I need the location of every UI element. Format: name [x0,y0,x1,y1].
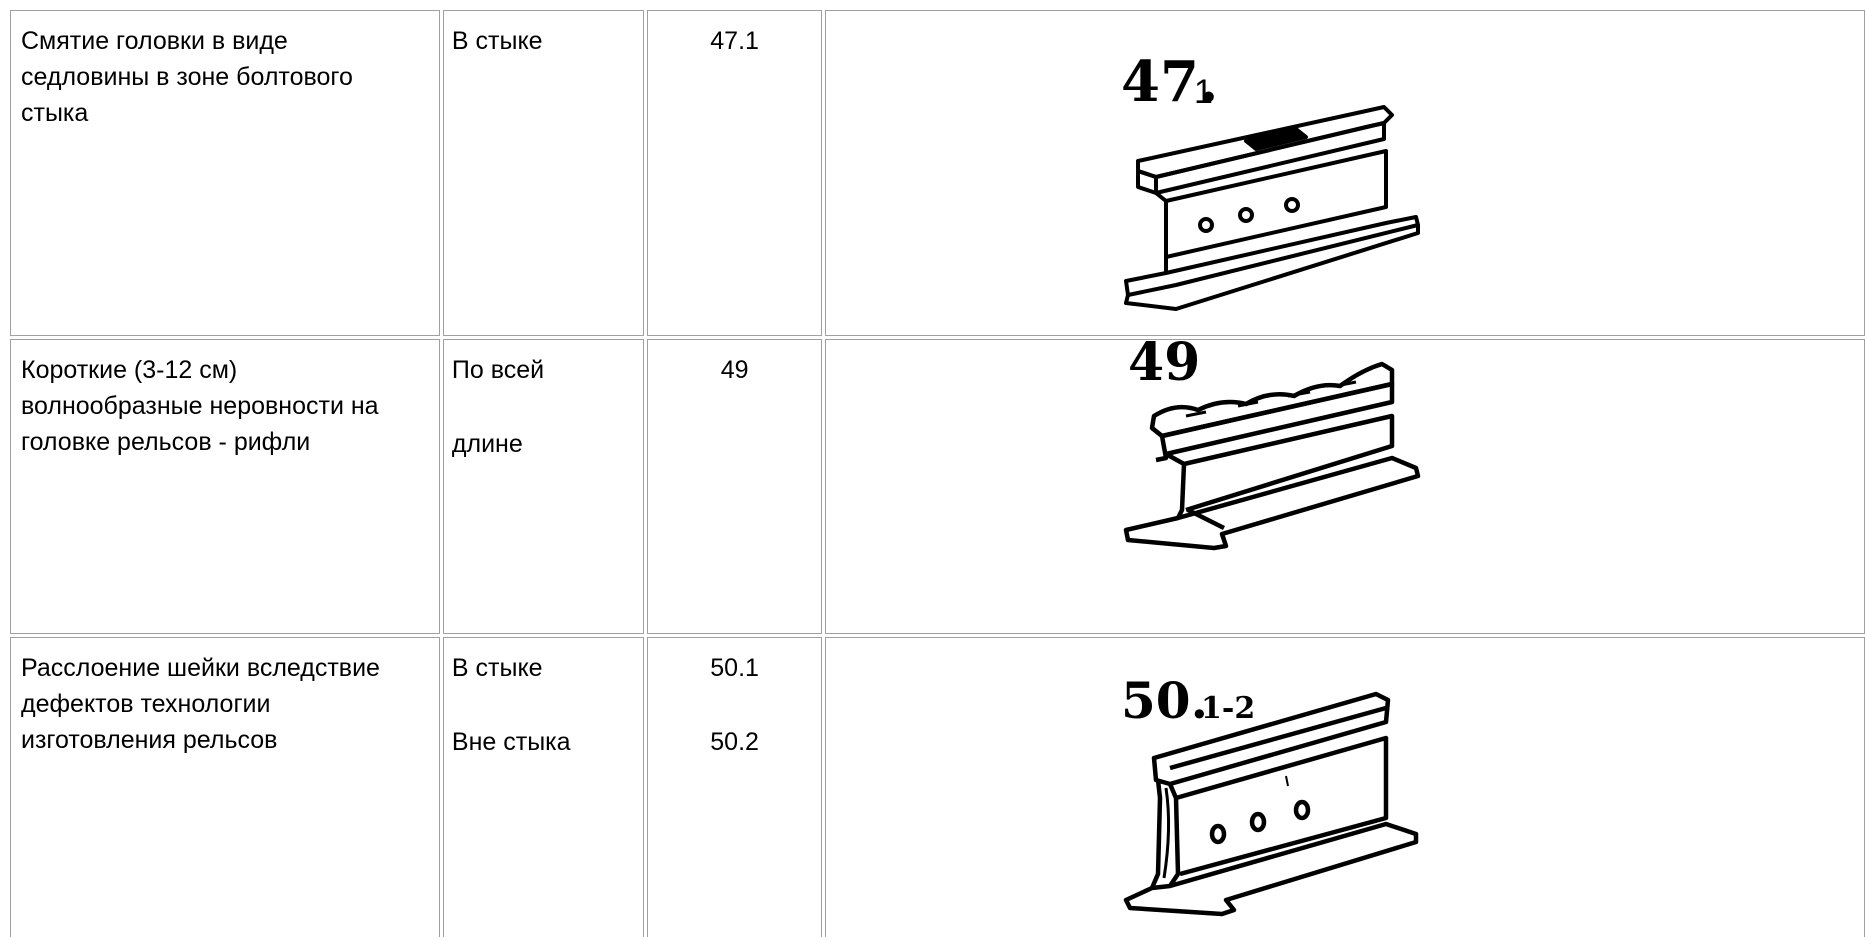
defect-description-cell: Короткие (3-12 см) волнообразные неровно… [10,339,440,634]
description-line: Короткие (3-12 см) [21,356,238,384]
defect-description-cell: Смятие головки в виде седловины в зоне б… [10,10,440,336]
description-line: изготовления рельсов [21,726,278,754]
location-text: В стыке [451,27,543,55]
description-line: головке рельсов - рифли [21,428,311,456]
defect-figure-cell: 49 [824,339,1865,634]
description-line: дефектов технологии [21,690,271,718]
defect-figure-cell: 47. 1 [824,10,1865,336]
defect-code: 50.1 [710,654,759,682]
location-text: В стыке [451,654,543,682]
description-line: седловины в зоне болтового [21,63,353,91]
description-line: Расслоение шейки вследствие [21,654,380,682]
location-text: длине [451,430,523,458]
defect-figure-cell: 50. 1-2 [824,637,1865,937]
defect-code: 47.1 [710,27,759,55]
defect-code-cell: 50.1 50.2 [647,637,822,937]
rail-saddle-joint-drawing-icon: 47. 1 [1121,49,1420,311]
location-text: По всей [451,356,545,384]
rail-web-lamination-drawing-icon: 50. 1-2 [1121,671,1419,917]
figure-label: 50. [1121,671,1208,730]
defect-location-cell: В стыке Вне стыка [442,637,645,937]
defect-description-cell: Расслоение шейки вследствие дефектов тех… [10,637,440,937]
figure-label: 49 [1128,340,1200,393]
table-row: Короткие (3-12 см) волнообразные неровно… [10,339,1865,634]
rail-corrugation-drawing-icon: 49 [1123,340,1421,551]
defect-code: 49 [720,356,749,384]
figure-label: 47. [1121,49,1218,115]
description-line: Смятие головки в виде [21,27,288,55]
description-line: волнообразные неровности на [21,392,379,420]
table-row: Расслоение шейки вследствие дефектов тех… [10,637,1865,937]
description-line: стыка [21,99,89,127]
figure-label-sub: 1-2 [1201,691,1255,726]
defect-location-cell: В стыке [442,10,645,336]
defects-table: Смятие головки в виде седловины в зоне б… [7,7,1865,940]
defect-code-cell: 49 [647,339,822,634]
location-text: Вне стыка [451,728,571,756]
defect-code-cell: 47.1 [647,10,822,336]
figure-label-sub: 1 [1194,73,1213,111]
table-row: Смятие головки в виде седловины в зоне б… [10,10,1865,336]
defect-location-cell: По всей длине [442,339,645,634]
defect-code: 50.2 [710,728,759,756]
